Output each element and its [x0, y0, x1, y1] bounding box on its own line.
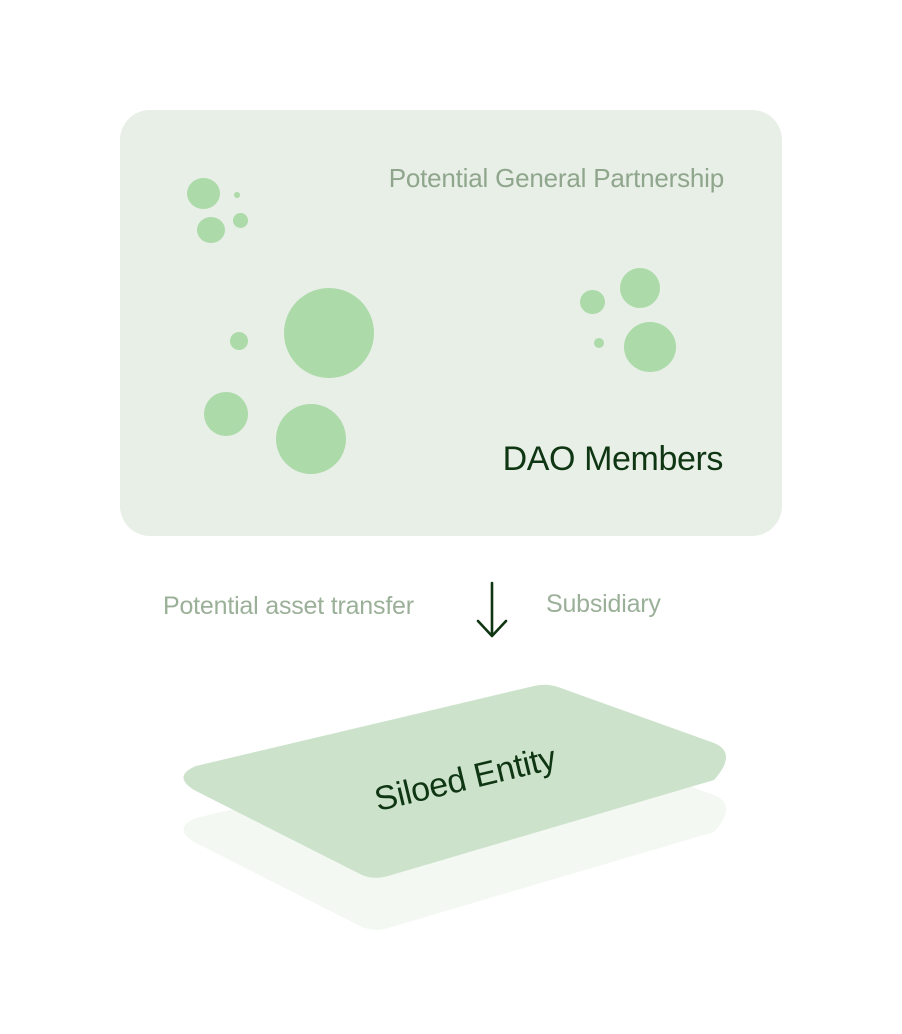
- member-dot: [197, 217, 225, 243]
- dao-members-label: DAO Members: [502, 440, 724, 478]
- entity-plane: [183, 684, 726, 878]
- member-dot: [594, 338, 604, 348]
- member-dot: [187, 178, 220, 209]
- subsidiary-label: Subsidiary: [546, 590, 661, 618]
- member-dot: [284, 288, 374, 378]
- arrow-down-icon: [476, 581, 508, 638]
- member-dot: [276, 404, 346, 474]
- partnership-title: Potential General Partnership: [388, 163, 724, 193]
- member-dot: [233, 213, 248, 228]
- general-partnership-card: Potential General Partnership DAO Member…: [120, 110, 782, 536]
- member-dot: [230, 332, 248, 350]
- member-dot: [204, 392, 248, 436]
- member-dot: [580, 290, 605, 314]
- asset-transfer-label: Potential asset transfer: [163, 592, 414, 620]
- member-dot: [234, 192, 240, 198]
- member-dot: [620, 268, 660, 308]
- member-dot: [624, 322, 676, 372]
